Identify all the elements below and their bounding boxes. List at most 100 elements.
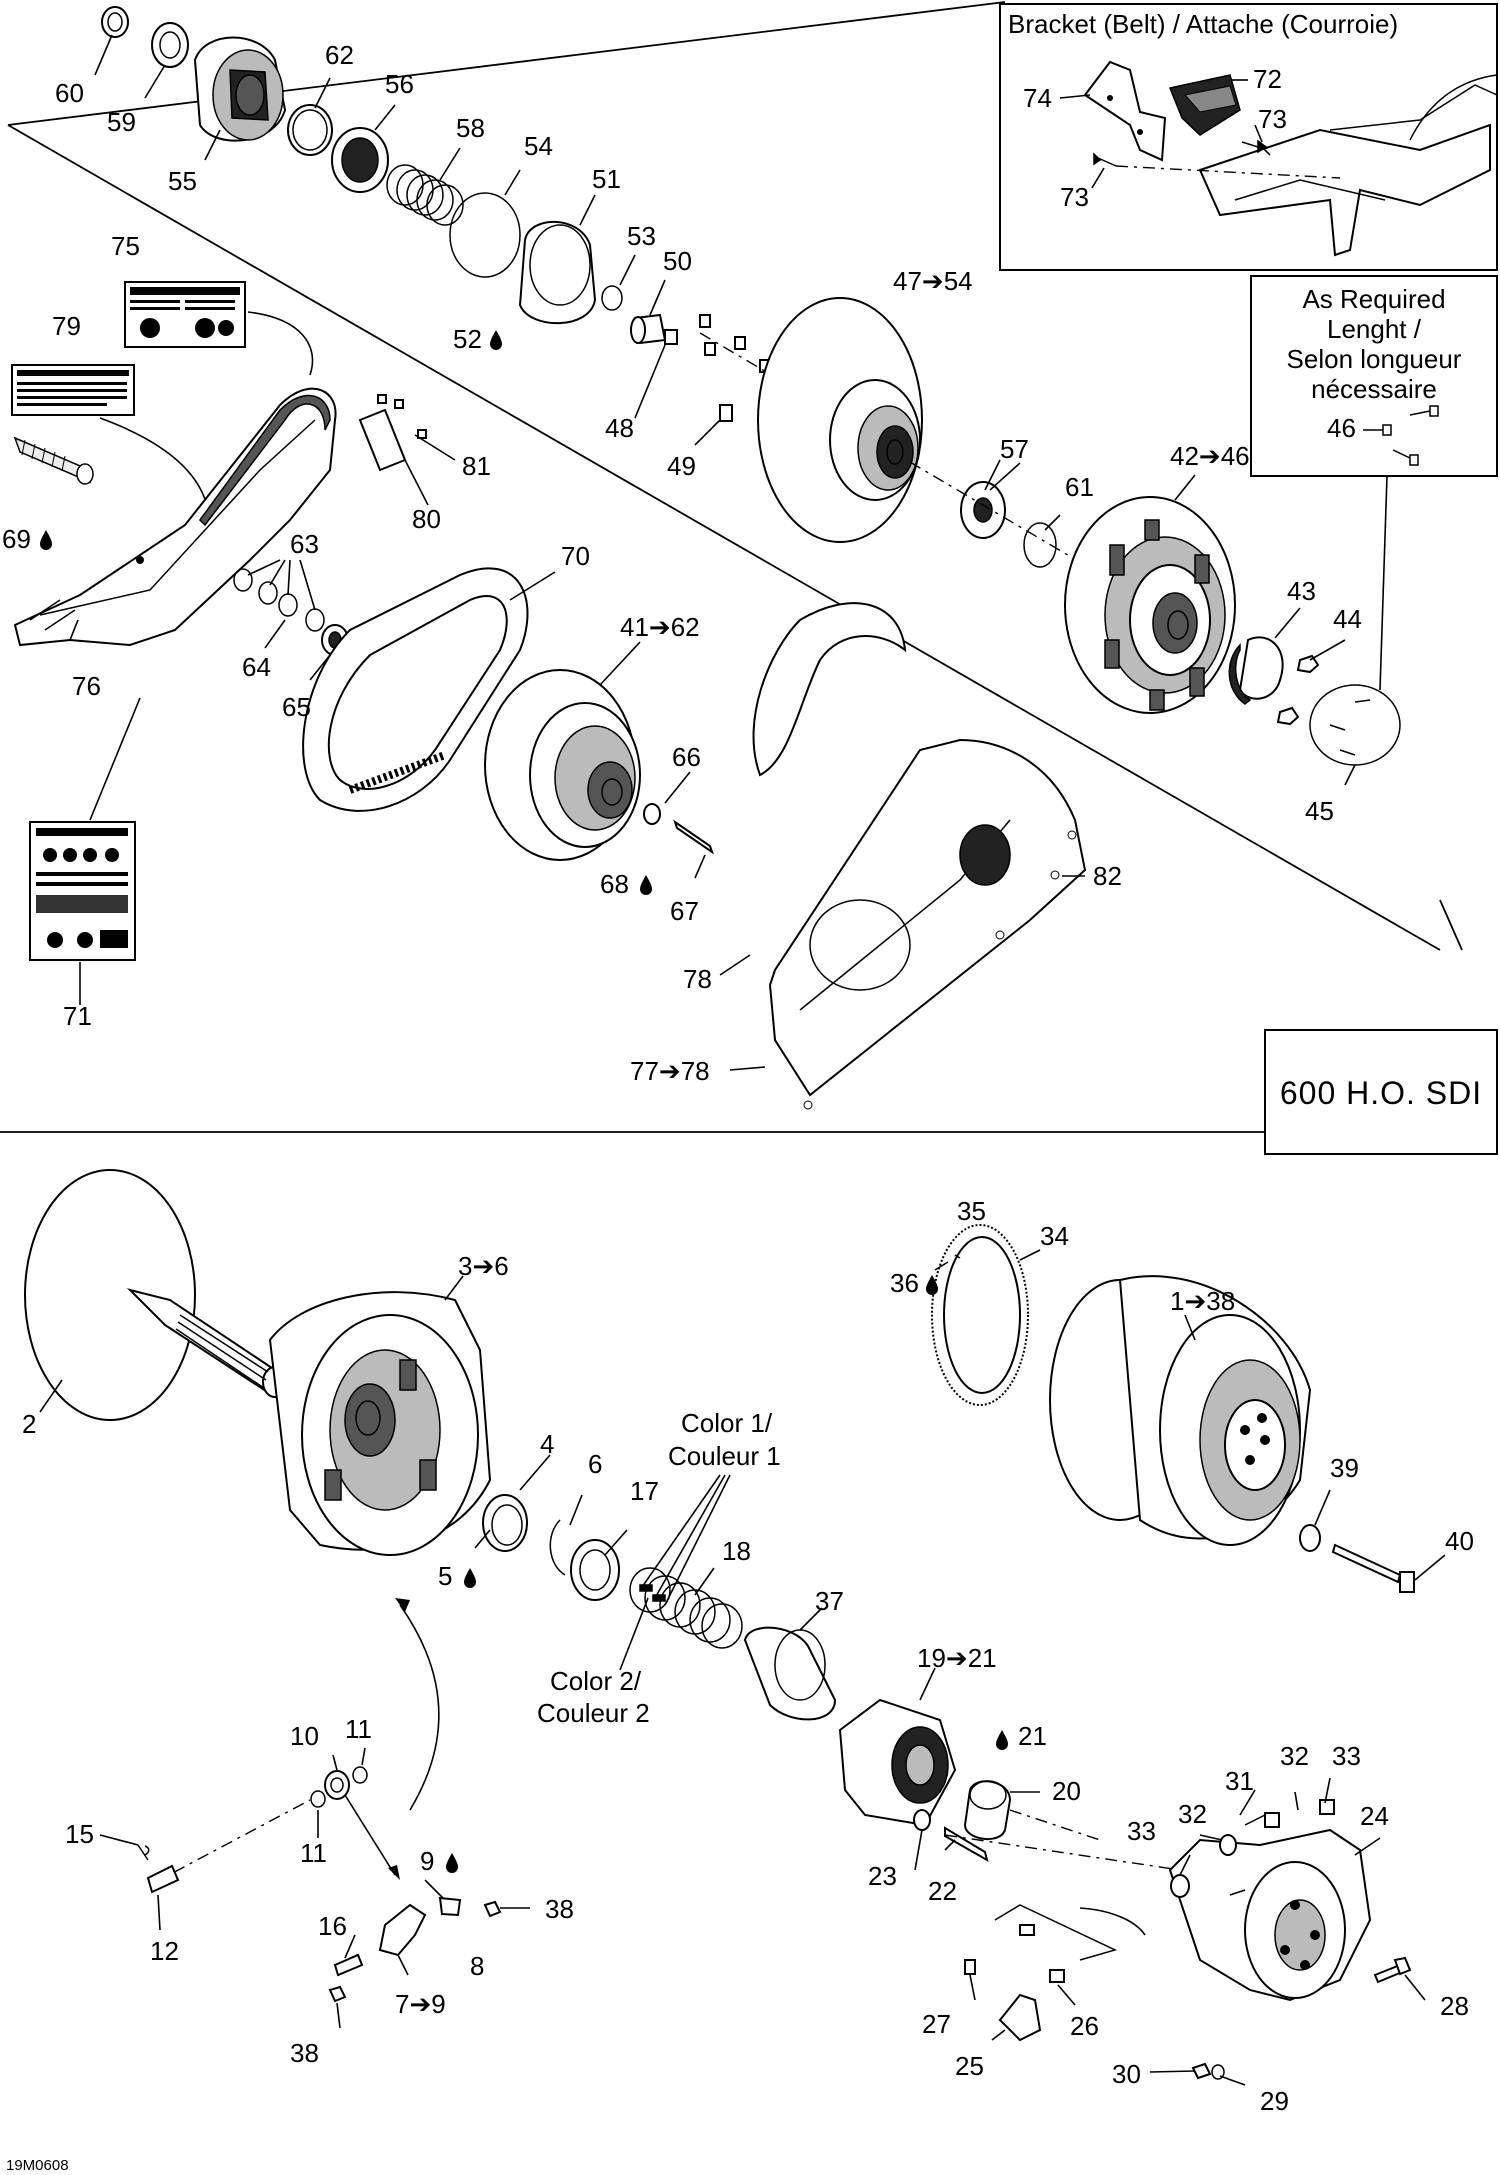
callout-38-bottom: 38	[290, 2038, 319, 2068]
as-required-line-1: As Required	[1302, 284, 1445, 314]
part-42-spider	[1064, 496, 1236, 714]
part-77-belt-cover	[752, 602, 1087, 1110]
callout-11-top: 11	[345, 1714, 372, 1744]
part-41-driven-pulley	[484, 669, 641, 861]
callout-27: 27	[922, 2009, 951, 2039]
part-1-drive-pulley	[1049, 1275, 1312, 1546]
callout-12: 12	[150, 1936, 179, 1966]
callout-67: 67	[670, 896, 699, 926]
callout-44: 44	[1333, 604, 1362, 634]
callout-33-right: 33	[1332, 1741, 1361, 1771]
callout-48: 48	[605, 413, 634, 443]
callout-19-21: 19➔21	[917, 1643, 997, 1673]
callout-6: 6	[588, 1449, 602, 1479]
callout-60: 60	[55, 78, 84, 108]
callout-73-right: 73	[1258, 104, 1287, 134]
callout-41-62: 41➔62	[620, 612, 700, 642]
callout-74: 74	[1023, 83, 1052, 113]
upper-frame-top-line	[7, 1, 1006, 126]
callout-69: 69	[2, 524, 31, 554]
part-3-movable-sheave	[268, 1291, 492, 1556]
callout-65: 65	[282, 692, 311, 722]
callout-28: 28	[1440, 1991, 1469, 2021]
part-75-warning-label	[124, 281, 246, 348]
as-required-box: As Required Lenght / Selon longueur néce…	[1250, 275, 1498, 691]
callout-9: 9	[420, 1846, 434, 1876]
lubricant-drop-icon	[926, 1275, 938, 1295]
lubricant-drop-icon	[996, 1730, 1008, 1750]
callout-5: 5	[438, 1561, 452, 1591]
callout-62: 62	[325, 40, 354, 70]
callout-81: 81	[462, 451, 491, 481]
part-79-warning-label	[11, 364, 135, 416]
callout-21: 21	[1018, 1721, 1047, 1751]
callout-82: 82	[1093, 861, 1122, 891]
part-58-spring	[386, 164, 464, 226]
callout-58: 58	[456, 113, 485, 143]
callout-80: 80	[412, 504, 441, 534]
color1-note-line-1: Color 1/	[681, 1408, 773, 1438]
as-required-line-2: Lenght /	[1327, 314, 1422, 344]
callout-64: 64	[242, 652, 271, 682]
callout-66: 66	[672, 742, 701, 772]
part-69-bolts	[13, 436, 94, 485]
upper-frame-diagonal-line	[7, 124, 1441, 951]
model-box: 600 H.O. SDI	[1264, 1029, 1498, 1155]
callout-40: 40	[1445, 1526, 1474, 1556]
callout-26: 26	[1070, 2011, 1099, 2041]
callout-23: 23	[868, 1861, 897, 1891]
callout-11-bottom: 11	[300, 1838, 327, 1868]
callout-38-right: 38	[545, 1894, 574, 1924]
callout-61: 61	[1065, 472, 1094, 502]
callout-10: 10	[290, 1721, 319, 1751]
lubricant-drop-icon	[40, 530, 52, 550]
callout-77-78: 77➔78	[630, 1056, 710, 1086]
callout-52: 52	[453, 324, 482, 354]
callout-31: 31	[1225, 1766, 1254, 1796]
part-51-sleeve	[518, 220, 597, 325]
color2-note-line-1: Color 2/	[550, 1666, 642, 1696]
callout-63: 63	[290, 529, 319, 559]
callout-32-right: 32	[1280, 1741, 1309, 1771]
callout-68: 68	[600, 869, 629, 899]
callout-51: 51	[592, 164, 621, 194]
model-label: 600 H.O. SDI	[1280, 1075, 1482, 1111]
callout-24: 24	[1360, 1801, 1389, 1831]
bracket-detail-box: Bracket (Belt) / Attache (Courroie) 72 7…	[999, 3, 1498, 271]
callout-56: 56	[385, 69, 414, 99]
lubricant-drop-icon	[446, 1853, 458, 1873]
part-18-spring	[629, 1567, 743, 1649]
part-55-cam	[193, 36, 287, 142]
callout-8: 8	[470, 1951, 484, 1981]
callout-17: 17	[630, 1476, 659, 1506]
figure-id: 19M0608	[6, 2157, 69, 2174]
part-71-warning-label	[29, 821, 136, 961]
part-47-sheave	[757, 297, 923, 543]
callout-57: 57	[1000, 434, 1029, 464]
part-2-fixed-sheave	[24, 1169, 288, 1421]
callout-54: 54	[524, 131, 553, 161]
callout-72: 72	[1253, 64, 1282, 94]
callout-15: 15	[65, 1819, 94, 1849]
callout-75: 75	[111, 231, 140, 261]
callout-33-left: 33	[1127, 1816, 1156, 1846]
part-76-belt-guard	[13, 387, 337, 647]
part-24-governor-housing	[1168, 1828, 1372, 2002]
callout-20: 20	[1052, 1776, 1081, 1806]
part-70-drive-belt	[302, 567, 529, 812]
callout-4: 4	[540, 1429, 554, 1459]
color1-note-line-2: Couleur 1	[668, 1441, 781, 1471]
lubricant-drop-icon	[640, 875, 652, 895]
callout-18: 18	[722, 1536, 751, 1566]
callout-49: 49	[667, 451, 696, 481]
callout-34: 34	[1040, 1221, 1069, 1251]
callout-78: 78	[683, 964, 712, 994]
callout-3-6: 3➔6	[458, 1251, 509, 1281]
callout-25: 25	[955, 2051, 984, 2081]
callout-70: 70	[561, 541, 590, 571]
callout-79: 79	[52, 311, 81, 341]
callout-1-38: 1➔38	[1170, 1286, 1235, 1316]
callout-39: 39	[1330, 1453, 1359, 1483]
callout-16: 16	[318, 1911, 347, 1941]
